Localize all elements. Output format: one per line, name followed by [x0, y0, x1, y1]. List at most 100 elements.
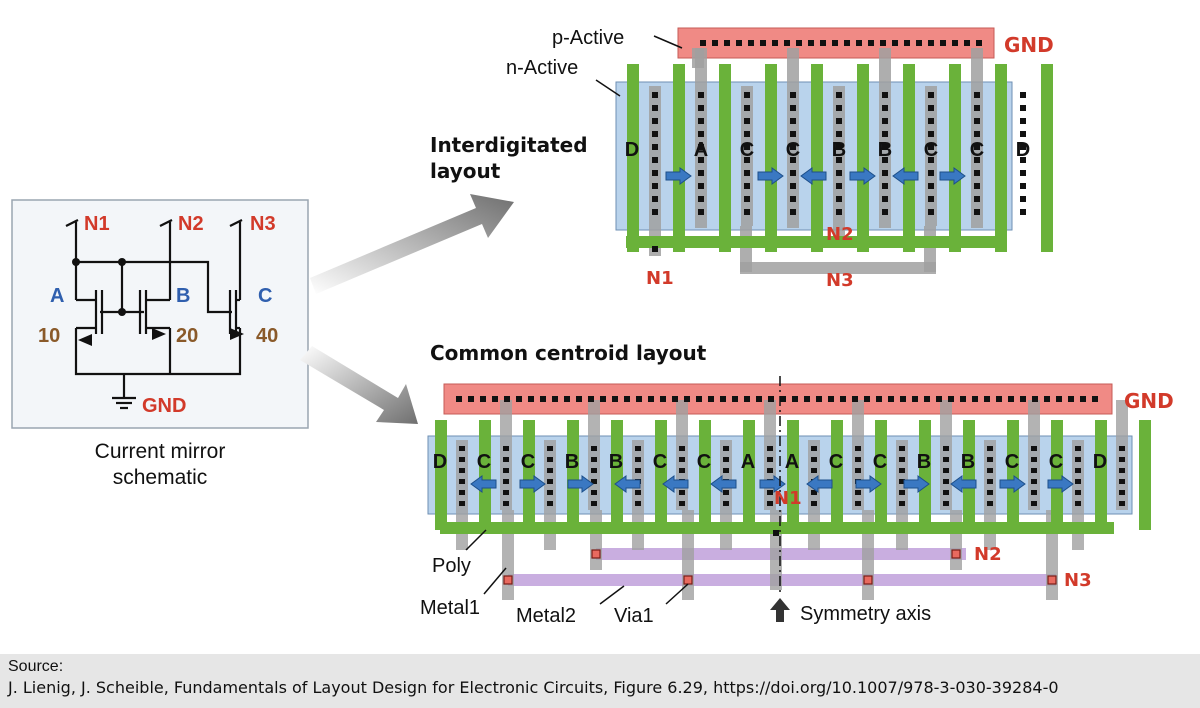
common-centroid-title: Common centroid layout: [430, 341, 707, 365]
schematic-transistor-a-label: A: [50, 285, 64, 307]
schematic-caption-line2: schematic: [113, 466, 208, 489]
cc-contact: [855, 468, 861, 473]
cc-contact: [1031, 490, 1037, 495]
id-n1-contact: [652, 246, 658, 252]
cc-poly-bus: [440, 522, 1114, 534]
id-contact: [744, 131, 750, 137]
id-contact: [882, 118, 888, 124]
schematic-ratio-a: 10: [38, 325, 60, 347]
cc-gnd-contact: [696, 396, 702, 402]
cc-contact: [899, 501, 905, 506]
id-letter-8: D: [1016, 139, 1030, 161]
cc-contact: [1075, 501, 1081, 506]
id-contact: [1020, 170, 1026, 176]
cc-gnd-contact: [504, 396, 510, 402]
interdigitated-poly-group: [626, 64, 1053, 252]
cc-contact: [899, 457, 905, 462]
id-contact: [1020, 118, 1026, 124]
cc-contact: [943, 479, 949, 484]
cc-poly-gate: [479, 420, 491, 530]
schematic-transistor-b-label: B: [176, 285, 190, 307]
cc-contact: [1119, 490, 1125, 495]
schematic: N1 N2 N3 A B C 10 20 40 GND Current mirr…: [11, 199, 309, 489]
id-contact: [882, 170, 888, 176]
id-contact: [928, 183, 934, 189]
cc-gnd-contact: [600, 396, 606, 402]
schematic-ratio-b: 20: [176, 325, 198, 347]
id-contact: [836, 209, 842, 215]
cc-contact: [987, 479, 993, 484]
cc-contact: [855, 446, 861, 451]
cc-letter-3: B: [565, 451, 579, 473]
cc-current-arrow-icon: [614, 475, 641, 493]
id-current-arrow-icon: [939, 167, 966, 185]
cc-gnd-contact: [540, 396, 546, 402]
id-contact: [882, 196, 888, 202]
id-contact: [790, 118, 796, 124]
id-contact: [882, 209, 888, 215]
id-contact: [744, 105, 750, 111]
cc-current-arrow-icon: [710, 475, 737, 493]
id-gnd-contact: [712, 40, 718, 46]
cc-letter-11: B: [917, 451, 931, 473]
cc-contact: [635, 457, 641, 462]
id-contact: [652, 131, 658, 137]
id-gnd-contact: [856, 40, 862, 46]
source-label: Source:: [8, 658, 64, 675]
cc-letter-12: B: [961, 451, 975, 473]
id-contact: [790, 144, 796, 150]
id-gnd-contact: [868, 40, 874, 46]
cc-contact: [459, 446, 465, 451]
cc-current-arrow-icon: [519, 475, 546, 493]
cc-contact: [811, 490, 817, 495]
cc-contact: [679, 457, 685, 462]
cc-gnd-contact: [780, 396, 786, 402]
id-gnd-contact: [952, 40, 958, 46]
cc-contact: [1075, 446, 1081, 451]
id-poly-gate: [811, 64, 823, 252]
cc-contact: [1031, 446, 1037, 451]
cc-current-arrow-icon: [806, 475, 833, 493]
cc-contact: [943, 490, 949, 495]
id-gnd-contact: [904, 40, 910, 46]
id-contact: [698, 157, 704, 163]
cc-gnd-contact: [996, 396, 1002, 402]
cc-contact: [459, 468, 465, 473]
interdigitated-n1-label: N1: [646, 268, 674, 289]
interdigitated-n2-label: N2: [826, 224, 854, 245]
legend-metal1-leader: [483, 567, 507, 595]
id-contact: [652, 92, 658, 98]
id-contact: [882, 92, 888, 98]
id-poly-gate: [903, 64, 915, 252]
cc-contact: [811, 457, 817, 462]
interdigitated-contacts-group: [652, 40, 1026, 252]
id-letter-5: B: [878, 139, 892, 161]
id-contact: [836, 92, 842, 98]
id-contact: [1020, 144, 1026, 150]
cc-gnd-contact: [624, 396, 630, 402]
arrow-to-interdigitated: [310, 194, 514, 294]
interdigitated-title-line1: Interdigitated: [430, 133, 588, 157]
cc-via1-marker: [863, 575, 873, 585]
id-gnd-contact: [892, 40, 898, 46]
id-contact: [974, 131, 980, 137]
id-contact: [652, 118, 658, 124]
cc-contact: [855, 501, 861, 506]
id-contact: [974, 157, 980, 163]
cc-letter-2: C: [521, 451, 535, 473]
cc-contact: [591, 501, 597, 506]
id-contact: [928, 118, 934, 124]
id-metal1-n3-right: [924, 226, 936, 272]
cc-gnd-contact: [936, 396, 942, 402]
schematic-n3-label: N3: [250, 213, 276, 235]
id-contact: [790, 105, 796, 111]
id-poly-gate: [857, 64, 869, 252]
cc-gnd-contact: [516, 396, 522, 402]
id-contact: [836, 105, 842, 111]
cc-gnd-contact: [468, 396, 474, 402]
cc-via1-marker: [1047, 575, 1057, 585]
id-contact: [744, 170, 750, 176]
id-poly-gate: [765, 64, 777, 252]
id-contact: [698, 131, 704, 137]
cc-contact: [635, 468, 641, 473]
